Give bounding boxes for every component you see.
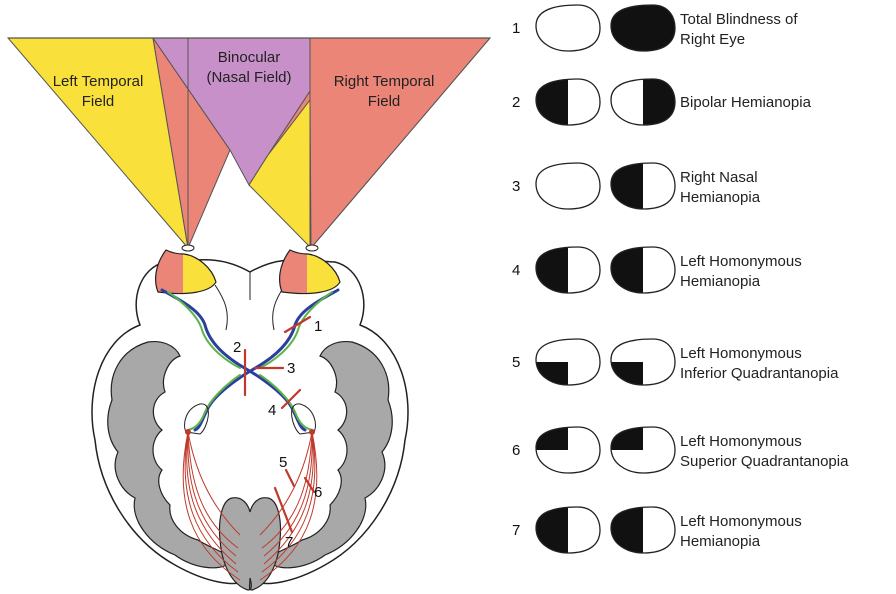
defect-legend: 1 Total Blindness of Right Eye 2 Bipolar Hem… [512,5,849,553]
lesion-number-5: 5 [279,454,287,471]
field-defect [536,247,568,293]
left-eye-field [536,247,600,293]
defect-number: 3 [512,178,520,195]
left-eye-field [536,507,600,553]
defect-label: Superior Quadrantanopia [680,453,849,470]
defect-number: 1 [512,20,520,37]
right-temporal-field [310,38,490,248]
left-eye-field [536,79,600,125]
binocular-label-2: (Nasal Field) [206,69,291,86]
defect-number: 4 [512,262,520,279]
binocular-label-1: Binocular [218,49,281,66]
right-eye-field [611,427,675,473]
field-defect [536,507,568,553]
defect-label: Hemianopia [680,533,761,550]
brain [92,260,408,590]
lesion-number-6: 6 [314,484,322,501]
right-eye-field [611,79,675,125]
field-defect [611,163,643,209]
defect-label: Right Eye [680,31,745,48]
right-eye-field [611,339,675,385]
defect-number: 7 [512,522,520,539]
defect-label: Left Homonymous [680,513,802,530]
defect-label: Bipolar Hemianopia [680,94,812,111]
left-eye-field [536,163,600,209]
right-eye-field [611,163,675,209]
right-temporal-label-2: Field [368,93,401,110]
lesion-number-1: 1 [314,318,322,335]
defect-label: Total Blindness of [680,11,798,28]
right-eye-field [611,5,675,51]
left-temporal-label-2: Field [82,93,115,110]
defect-label: Hemianopia [680,273,761,290]
field-defect [611,507,643,553]
defect-label: Inferior Quadrantanopia [680,365,839,382]
left-temporal-label-1: Left Temporal [53,73,144,90]
defect-number: 2 [512,94,520,111]
field-defect [536,79,568,125]
left-eye-field [536,427,600,473]
lesion-number-4: 4 [268,402,276,419]
defect-label: Left Homonymous [680,253,802,270]
defect-label: Left Homonymous [680,433,802,450]
defect-number: 5 [512,354,520,371]
lesion-number-2: 2 [233,339,241,356]
left-eye-field [536,5,600,51]
defect-row: 1 Total Blindness of Right Eye [512,5,798,51]
defect-label: Hemianopia [680,189,761,206]
lesion-number-3: 3 [287,360,295,377]
right-eye-field [611,507,675,553]
lesion-number-7: 7 [285,534,293,551]
defect-label: Right Nasal [680,169,758,186]
left-eye-field [536,339,600,385]
defect-label: Left Homonymous [680,345,802,362]
right-temporal-label-1: Right Temporal [334,73,435,90]
defect-row: 2 Bipolar Hemianopia [512,79,812,125]
right-eye-field [611,247,675,293]
defect-number: 6 [512,442,520,459]
field-defect [611,247,643,293]
